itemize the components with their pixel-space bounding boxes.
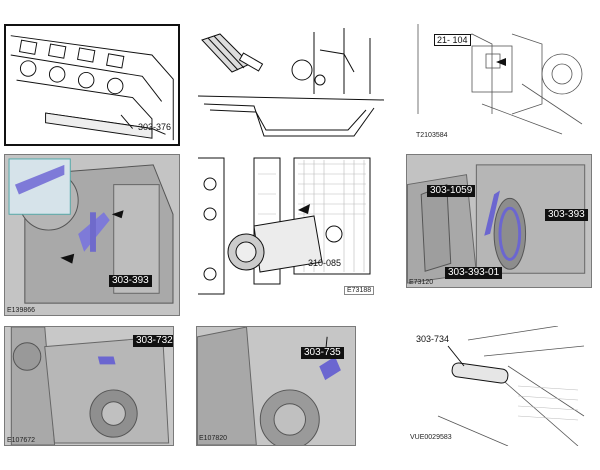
tool-label: 303-393: [545, 209, 588, 221]
illustration-panel-3: 21- 104 T2103584: [412, 24, 588, 146]
figure-code: T2103584: [416, 132, 448, 139]
illustration-panel-2: [194, 24, 390, 146]
illustration-panel-1: 303-376: [4, 24, 180, 146]
tool-label: 21- 104: [434, 34, 471, 46]
front-cover-illustration: [5, 155, 179, 315]
transmission-illustration: [417, 24, 583, 135]
tool-label: 303-393-01: [445, 267, 503, 279]
illustration-panel-8: 303-735 E107820: [196, 326, 356, 446]
oil-pan-illustration: [197, 28, 385, 137]
illustration-panel-6: 303-1059 303-393 303-393-01 E73120: [406, 154, 592, 288]
pump-sprocket-illustration: [198, 157, 371, 295]
figure-code: E139866: [7, 307, 36, 314]
camshaft-illustration: [10, 35, 174, 141]
illustration-panel-7: 303-732 E107672: [4, 326, 174, 446]
figure-code: E73188: [344, 286, 375, 295]
illustration-panel-9: 303-734 VUE0029583: [408, 326, 588, 446]
figure-code: E73120: [409, 279, 434, 286]
tool-label: 303-393: [109, 275, 152, 287]
locking-tool-illustration: [437, 326, 585, 446]
illustration-panel-4: 303-393 E139866: [4, 154, 180, 316]
figure-code: VUE0029583: [410, 434, 452, 441]
timing-pin-illustration: [197, 327, 355, 445]
tool-label: 303-735: [301, 347, 344, 359]
tool-label: 303-734: [416, 334, 450, 344]
tool-label: 303-376: [138, 122, 172, 132]
crankshaft-front-illustration: [5, 327, 173, 445]
tool-label: 303-732: [133, 335, 173, 347]
tool-label: 310-085: [308, 258, 342, 268]
figure-code: E107672: [7, 437, 36, 444]
illustration-panel-5: 310-085 E73188: [194, 154, 390, 300]
engine-timing-illustration: [407, 155, 591, 287]
tool-label: 303-1059: [427, 185, 476, 197]
figure-code: E107820: [199, 435, 228, 442]
